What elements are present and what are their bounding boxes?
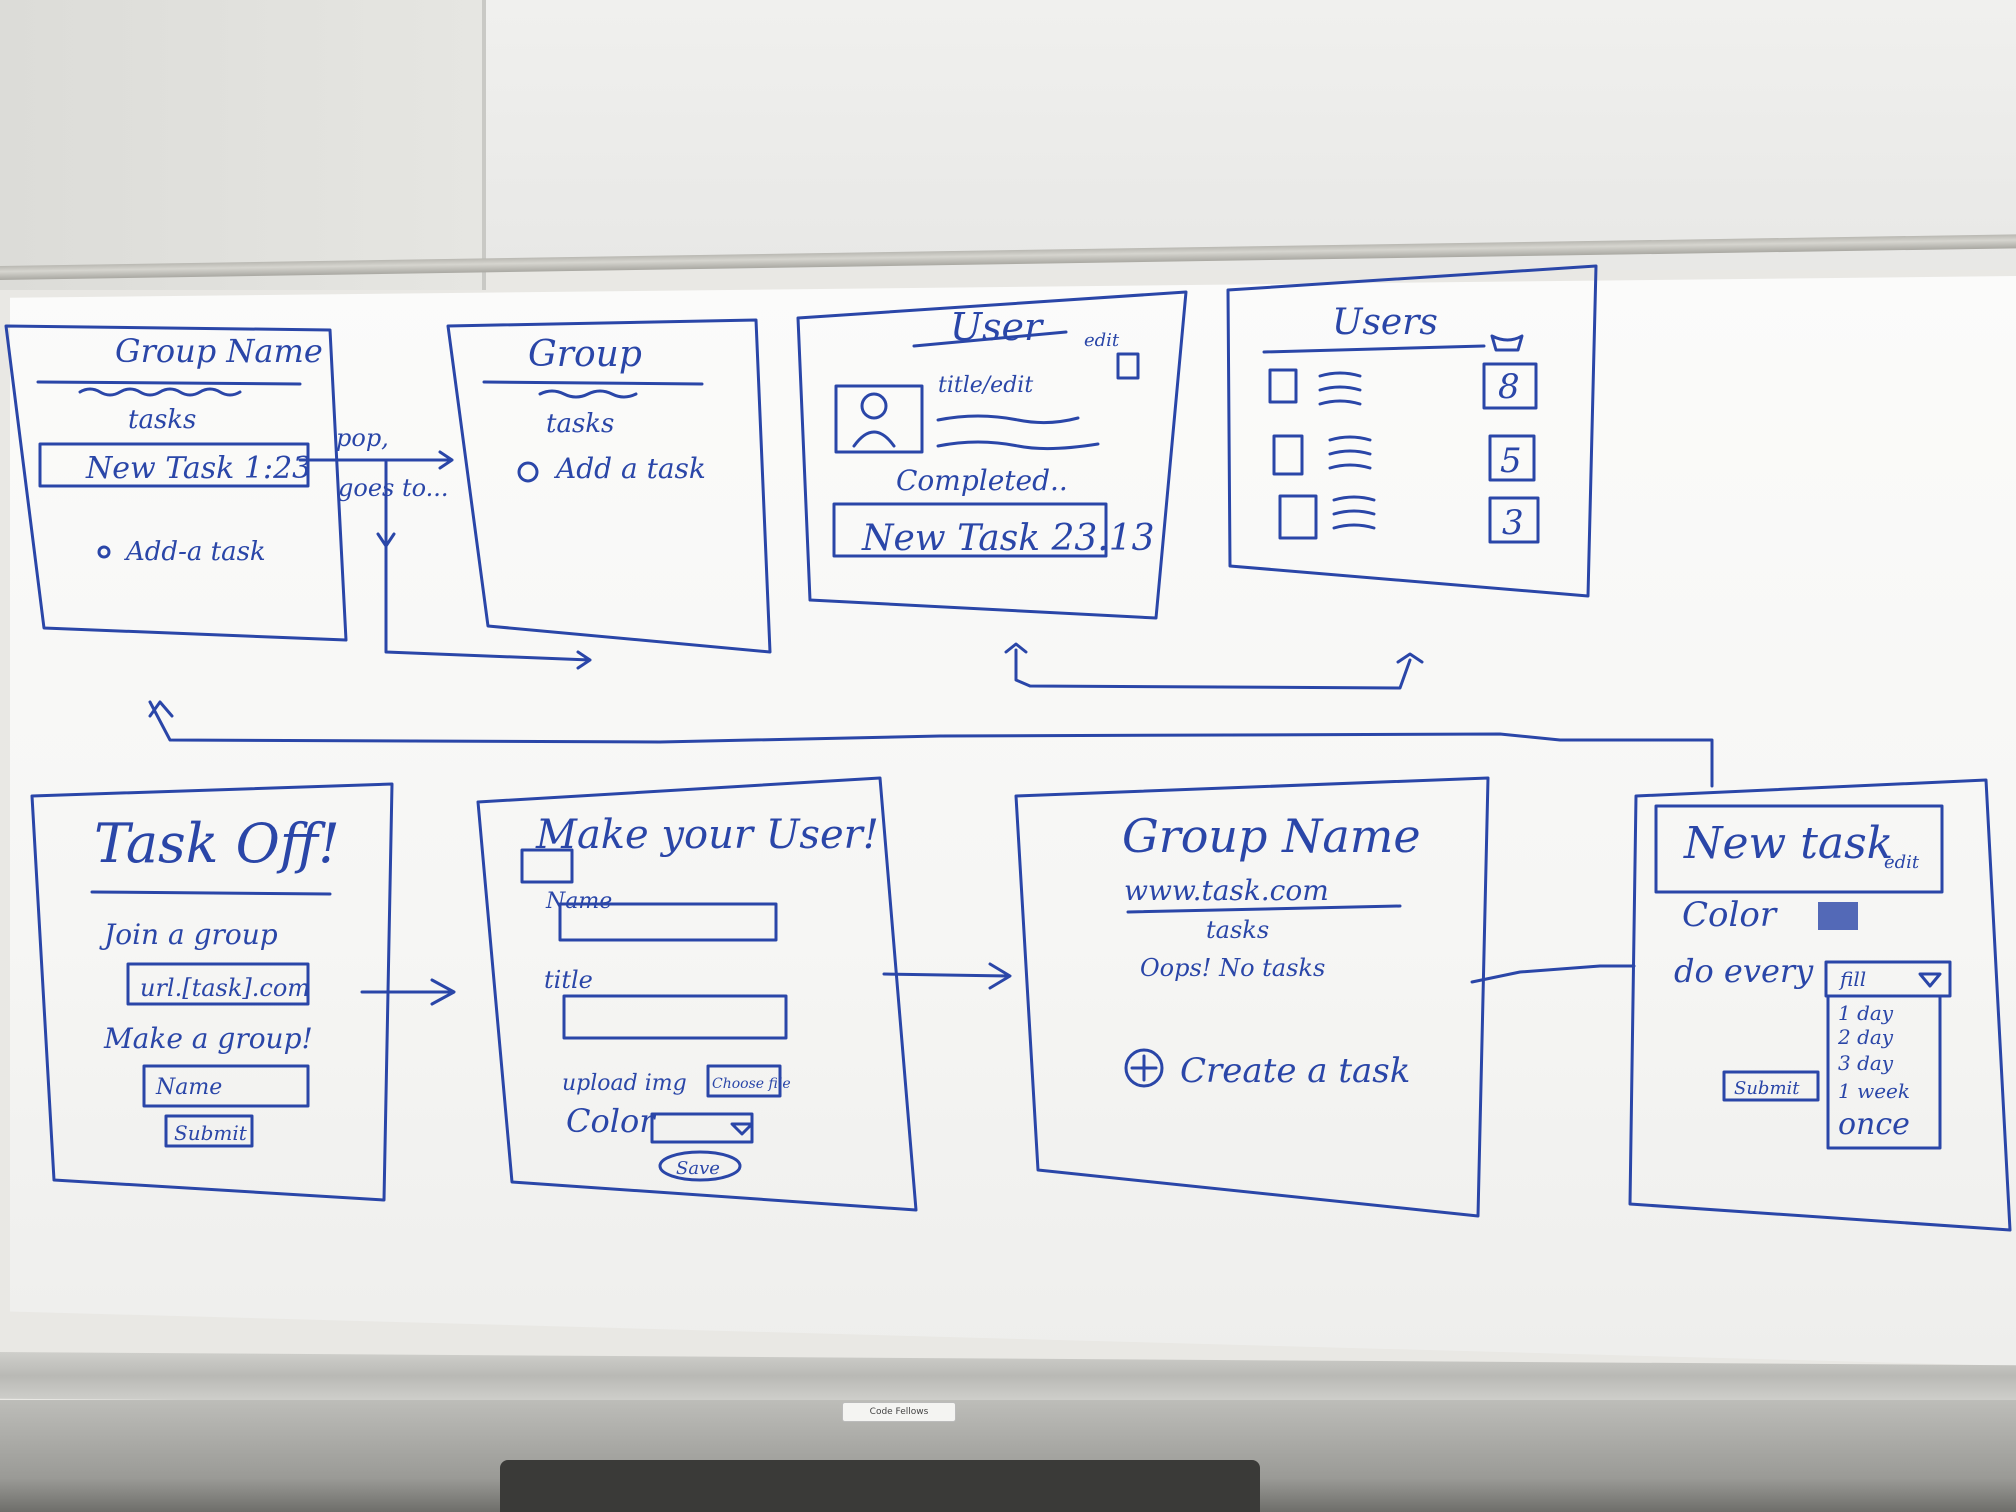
p6-color: Color bbox=[566, 1102, 656, 1140]
p3-sub: title/edit bbox=[938, 373, 1033, 398]
p3-edit: edit bbox=[1084, 330, 1120, 351]
flow-arrow-2 bbox=[882, 962, 1012, 990]
p7-empty: Oops! No tasks bbox=[1140, 954, 1325, 982]
p7-plus-icon bbox=[1124, 1048, 1164, 1088]
p5-submit-box bbox=[164, 1114, 254, 1148]
p3-avatar bbox=[834, 384, 924, 454]
p8-title-box bbox=[1654, 804, 1944, 894]
p6-choose: Choose file bbox=[712, 1076, 791, 1092]
floor-object bbox=[500, 1460, 1260, 1512]
p8-color: Color bbox=[1682, 895, 1778, 935]
p7-create: Create a task bbox=[1180, 1051, 1410, 1091]
p8-select bbox=[1824, 960, 1952, 998]
flow-arrow-1 bbox=[360, 978, 456, 1006]
p4-score-3: 3 bbox=[1502, 503, 1524, 543]
p8-submit-box bbox=[1722, 1070, 1820, 1102]
p5-submit: Submit bbox=[174, 1121, 248, 1145]
p5-make: Make a group! bbox=[103, 1022, 313, 1055]
p4-score-2: 5 bbox=[1500, 441, 1522, 481]
p8-option-3: 3 day bbox=[1838, 1051, 1894, 1075]
p8-select-value: fill bbox=[1838, 967, 1866, 991]
flow-connector-top bbox=[148, 642, 1714, 788]
flow-connector-right bbox=[1470, 964, 1636, 984]
p1-sub: tasks bbox=[128, 405, 196, 435]
panel-user: User edit title/edit Completed.. New Tas… bbox=[796, 290, 1188, 620]
p6-title: Make your User! bbox=[535, 812, 879, 858]
p6-name: Name bbox=[545, 889, 612, 914]
p5-url: url.[task].com bbox=[140, 974, 310, 1002]
p5-name: Name bbox=[155, 1075, 222, 1100]
annotation-goes: goes to... bbox=[338, 474, 449, 502]
p5-join: Join a group bbox=[99, 918, 278, 951]
p1-add: Add-a task bbox=[124, 537, 266, 567]
whiteboard bbox=[10, 276, 2016, 1366]
p8-color-swatch bbox=[1818, 902, 1858, 930]
panel-group-name-popup: Group Name tasks New Task 1:23 Add-a tas… bbox=[4, 324, 348, 642]
p7-url: www.task.com bbox=[1124, 874, 1329, 907]
panel-group: Group tasks Add a task bbox=[446, 318, 772, 654]
p5-name-box bbox=[142, 1064, 310, 1108]
p6-choose-box bbox=[706, 1064, 782, 1098]
p1-task-box bbox=[38, 442, 310, 488]
p2-add: Add a task bbox=[553, 452, 706, 485]
p3-item: New Task 23.13 bbox=[861, 518, 1155, 559]
p6-upload: upload img bbox=[562, 1071, 687, 1096]
p8-every: do every bbox=[1674, 952, 1814, 990]
p8-edit: edit bbox=[1884, 852, 1920, 873]
p7-sub: tasks bbox=[1206, 916, 1269, 944]
p8-option-2: 2 day bbox=[1837, 1025, 1894, 1049]
wall-corner bbox=[482, 0, 486, 290]
p8-submit: Submit bbox=[1734, 1078, 1800, 1099]
p6-color-select bbox=[650, 1112, 754, 1144]
p6-title-field bbox=[562, 994, 788, 1040]
p8-option-5: once bbox=[1838, 1107, 1910, 1142]
p6-name-field bbox=[558, 902, 778, 942]
p8-option-1: 1 day bbox=[1838, 1001, 1894, 1025]
wall-right bbox=[486, 0, 2016, 270]
panel-users-leaderboard: Users 8 5 3 bbox=[1226, 264, 1598, 598]
p6-title-label: title bbox=[544, 966, 593, 994]
p1-item: New Task 1:23 bbox=[85, 451, 311, 486]
p5-url-box bbox=[126, 962, 310, 1006]
p8-option-4: 1 week bbox=[1838, 1079, 1910, 1103]
panel-make-user: Make your User! Name title upload img Ch… bbox=[476, 776, 918, 1212]
p2-title: Group bbox=[528, 334, 642, 375]
p1-title: Group Name bbox=[115, 332, 323, 370]
p5-title: Task Off! bbox=[94, 812, 340, 875]
p4-score-1: 8 bbox=[1498, 367, 1520, 407]
p3-completed: Completed.. bbox=[896, 464, 1068, 497]
panel-task-off-landing: Task Off! Join a group url.[task].com Ma… bbox=[30, 782, 394, 1202]
panel-new-task-form: New task edit Color do every fill 1 day … bbox=[1628, 778, 2012, 1232]
wall-left bbox=[0, 0, 486, 290]
p4-title: Users bbox=[1332, 302, 1438, 343]
p8-title: New task bbox=[1683, 818, 1893, 869]
p3-task-box bbox=[832, 502, 1108, 558]
panel-group-empty: Group Name www.task.com tasks Oops! No t… bbox=[1014, 776, 1490, 1218]
flow-arrow-popup: pop, goes to... bbox=[298, 424, 592, 670]
p2-sub: tasks bbox=[546, 409, 614, 439]
p7-title: Group Name bbox=[1122, 809, 1421, 863]
tray-label: Code Fellows bbox=[842, 1402, 956, 1422]
p6-save: Save bbox=[676, 1158, 720, 1179]
annotation-pop: pop, bbox=[336, 424, 389, 452]
